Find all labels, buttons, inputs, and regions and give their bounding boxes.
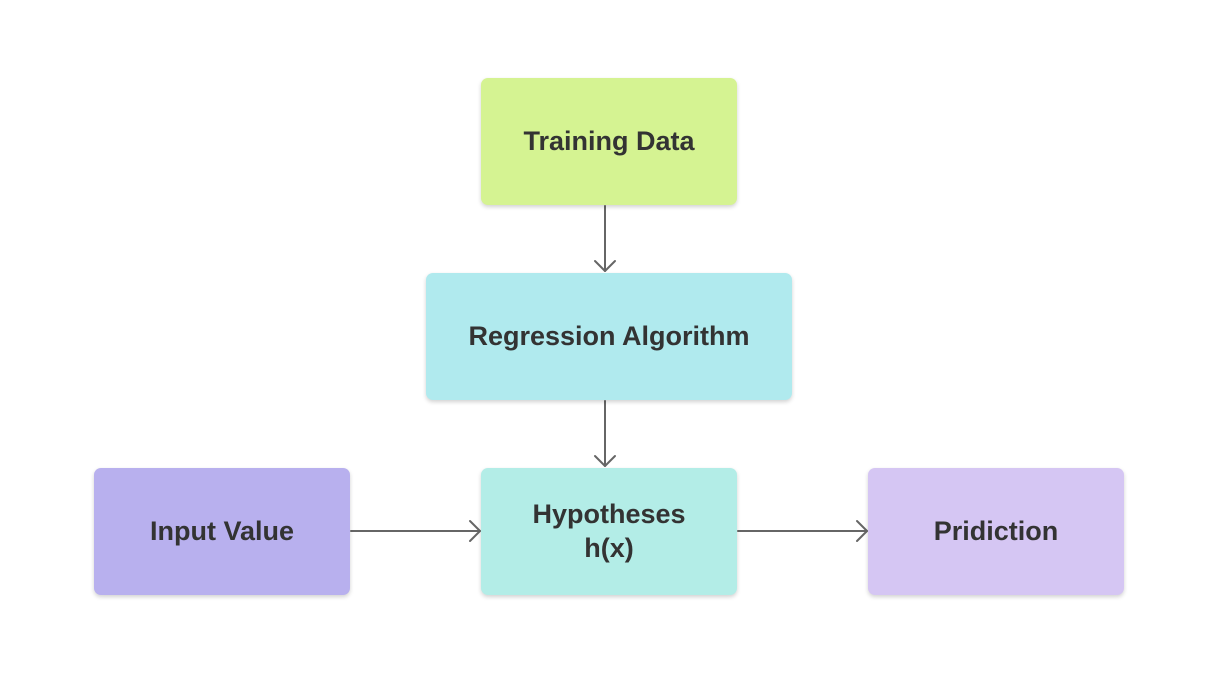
regression-algorithm-label: Regression Algorithm (468, 320, 750, 351)
arrowhead-hypotheses-to-prediction (856, 520, 868, 542)
regression-algorithm-node[interactable]: Regression Algorithm (426, 273, 792, 400)
training-data-node[interactable]: Training Data (481, 78, 737, 205)
hypotheses-formula-label: h(x) (584, 532, 634, 563)
hypotheses-label: Hypotheses (532, 498, 686, 529)
input-value-node[interactable]: Input Value (94, 468, 350, 595)
arrowhead-training-to-regression (594, 260, 616, 272)
arrowhead-input-to-hypotheses (469, 520, 481, 542)
hypotheses-node[interactable]: Hypotheses h(x) (481, 468, 737, 595)
arrowhead-regression-to-hypotheses (594, 455, 616, 467)
training-data-label: Training Data (523, 125, 695, 156)
prediction-label: Pridiction (933, 515, 1059, 546)
prediction-node[interactable]: Pridiction (868, 468, 1124, 595)
input-value-label: Input Value (149, 515, 295, 546)
